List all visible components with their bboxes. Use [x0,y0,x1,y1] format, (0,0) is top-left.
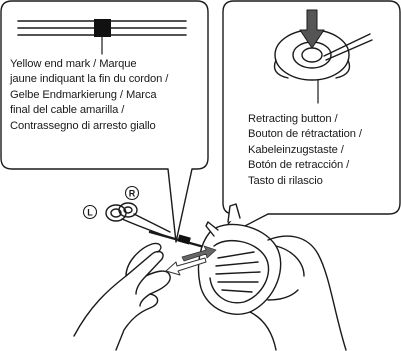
left-callout-line: Contrassegno di arresto giallo [10,119,156,132]
earbud-left-letter: L [87,208,93,218]
earbud-label-left [82,204,98,220]
left-callout-line: Yellow end mark / Marque [10,58,137,70]
left-callout-line: Gelbe Endmarkierung / Marca [10,88,157,101]
left-callout-bubble [0,0,209,243]
left-callout-line: final del cable amarilla / [10,104,125,117]
left-callout-line: jaune indiquant la fin du cordon / [10,73,169,86]
left-hand [73,250,171,351]
press-arrow-icon [299,9,325,49]
pull-arrow-icon [181,245,217,262]
right-callout-line: Kabeleinzugstaste / [248,143,344,156]
earbud-right-letter: R [129,189,136,199]
cable-end-mark [177,234,191,245]
yellow-end-mark-icon [94,19,111,37]
earbuds-illustration [105,202,173,239]
right-callout-line: Bouton de rétractation / [248,128,362,141]
right-callout-line: Tasto di rilascio [248,174,323,187]
retracting-button-label: Retracting button / Bouton de rétractati… [248,112,362,189]
right-hand [249,235,347,351]
yellow-end-mark-label: Yellow end mark / Marque jaune indiquant… [10,57,168,134]
right-callout-line: Botón de retracción / [248,159,350,172]
right-callout-line: Retracting button / [248,113,338,125]
earbud-label-right [124,185,140,201]
cable-end-diagram [17,19,187,55]
headphone-housing [197,203,282,315]
return-arrow-icon [165,257,207,276]
